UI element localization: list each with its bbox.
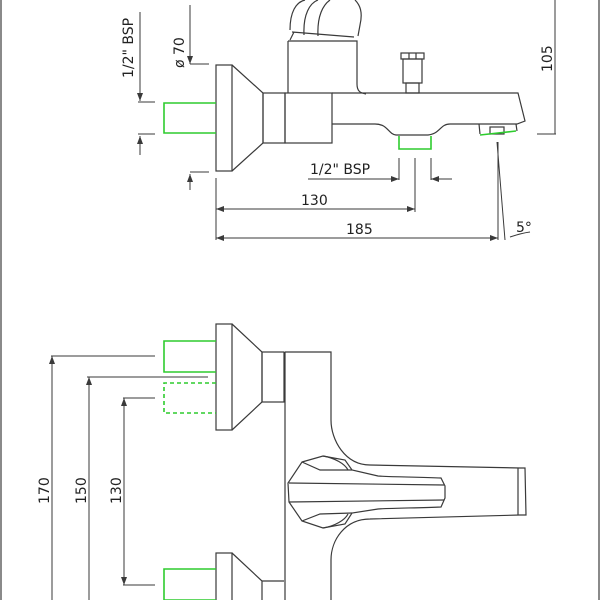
- inlet-pipe: [163, 102, 216, 134]
- label-outlet-thread: 1/2" BSP: [310, 162, 370, 178]
- dim-inlet-thread: 1/2" BSP: [121, 12, 155, 155]
- connector: [262, 92, 286, 144]
- spout: [332, 92, 526, 136]
- dim-centres-mid: 150: [74, 376, 208, 600]
- wall-flange: [215, 64, 264, 172]
- spout-aerator: [478, 123, 518, 136]
- dim-flange-diameter: ø 70: [172, 5, 209, 190]
- upper-flange: [215, 323, 285, 431]
- label-centres-max: 170: [37, 477, 53, 504]
- plan-view: 170 150 130: [37, 323, 527, 600]
- label-centres-mid: 150: [74, 477, 90, 504]
- inlet-pipe-upper: [163, 340, 216, 373]
- dim-centres-max: 170: [37, 355, 155, 600]
- dim-inlet-to-outlet: 130: [215, 158, 416, 240]
- inlet-pipe-alternate: [163, 382, 216, 414]
- lever-handle: [289, 0, 362, 41]
- dim-centres-min: 130: [109, 397, 155, 586]
- dim-overall-length: 185: [216, 141, 506, 241]
- diverter-knob: [400, 52, 425, 94]
- mixer-body-plan: [285, 351, 527, 600]
- label-spout-angle: 5°: [516, 220, 532, 236]
- label-inlet-to-outlet: 130: [301, 193, 328, 209]
- shower-outlet: [398, 136, 432, 150]
- lower-flange: [215, 552, 284, 600]
- label-flange-diameter: ø 70: [172, 37, 188, 68]
- side-view: 1/2" BSP ø 70 105 1/2" BSP: [121, 0, 556, 241]
- dim-spout-angle: 5°: [509, 220, 532, 238]
- inlet-pipe-lower: [163, 568, 216, 600]
- label-centres-min: 130: [109, 477, 125, 504]
- dim-outlet-thread: 1/2" BSP: [308, 158, 452, 182]
- body-block: [284, 92, 333, 144]
- label-height: 105: [540, 45, 556, 72]
- label-inlet-thread: 1/2" BSP: [121, 18, 137, 78]
- label-overall-length: 185: [346, 222, 373, 238]
- lever-handle-plan: [287, 455, 446, 529]
- dim-height: 105: [537, 0, 556, 135]
- mixer-body: [288, 40, 367, 95]
